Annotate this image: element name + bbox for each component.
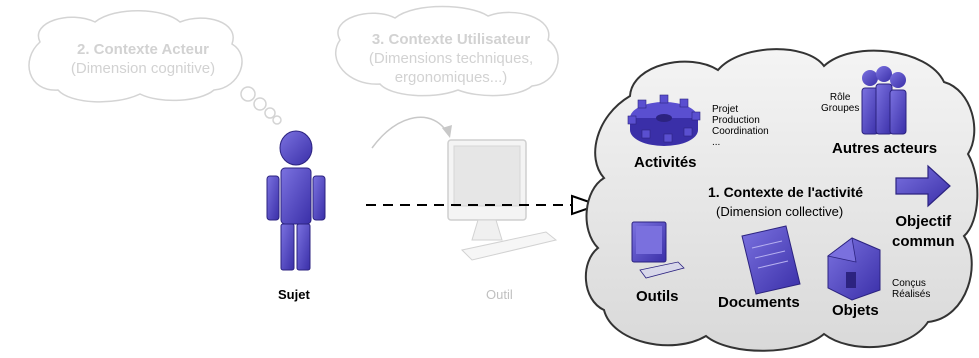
user-thought-bubble bbox=[334, 5, 559, 97]
activites-label: Activités bbox=[634, 154, 697, 171]
activites-items: Projet Production Coordination ... bbox=[712, 104, 769, 148]
autres-acteurs-item: Groupes bbox=[821, 103, 860, 114]
objectif-label: Objectif commun bbox=[892, 212, 955, 252]
activites-item: Projet bbox=[712, 104, 739, 115]
house-icon bbox=[827, 237, 881, 301]
objets-items: Conçus Réalisés bbox=[892, 278, 930, 300]
objectif-line1: Objectif bbox=[895, 213, 952, 230]
actor-context-title: 2. Contexte Acteur bbox=[77, 41, 209, 58]
actor-thought-bubble bbox=[28, 10, 282, 125]
gear-icon bbox=[627, 94, 701, 146]
tools-computer-icon bbox=[631, 221, 685, 279]
activity-context-subtitle: (Dimension collective) bbox=[716, 204, 844, 219]
objets-label: Objets bbox=[832, 302, 879, 319]
document-icon bbox=[741, 225, 801, 295]
subject-figure-icon bbox=[266, 130, 326, 271]
user-context-title: 3. Contexte Utilisateur bbox=[371, 31, 531, 48]
autres-acteurs-items: Rôle Groupes bbox=[821, 92, 859, 114]
actors-group-icon bbox=[861, 66, 907, 135]
tool-label: Outil bbox=[486, 287, 513, 302]
actor-context-subtitle: (Dimension cognitive) bbox=[70, 60, 216, 77]
user-context-line2: ergonomiques...) bbox=[394, 69, 508, 86]
mediation-arrow bbox=[366, 194, 602, 216]
outils-label: Outils bbox=[636, 288, 679, 305]
actor-context-text: 2. Contexte Acteur (Dimension cognitive) bbox=[58, 40, 228, 78]
objets-item: Réalisés bbox=[892, 289, 931, 300]
activity-context-title: 1. Contexte de l'activité bbox=[708, 184, 864, 200]
user-context-text: 3. Contexte Utilisateur (Dimensions tech… bbox=[358, 30, 544, 87]
activites-item: Production bbox=[712, 115, 760, 126]
autres-acteurs-label: Autres acteurs bbox=[832, 140, 938, 157]
tool-computer-icon bbox=[447, 139, 558, 261]
documents-label: Documents bbox=[718, 294, 800, 311]
objets-item: Conçus bbox=[892, 278, 926, 289]
user-context-arrow bbox=[371, 116, 452, 149]
subject-label: Sujet bbox=[278, 287, 310, 302]
autres-acteurs-item: Rôle bbox=[829, 92, 851, 103]
activites-item: ... bbox=[712, 137, 721, 148]
user-context-line1: (Dimensions techniques, bbox=[368, 50, 534, 67]
objectif-line2: commun bbox=[892, 233, 955, 250]
activites-item: Coordination bbox=[712, 126, 769, 137]
objective-arrow-icon bbox=[895, 164, 951, 208]
